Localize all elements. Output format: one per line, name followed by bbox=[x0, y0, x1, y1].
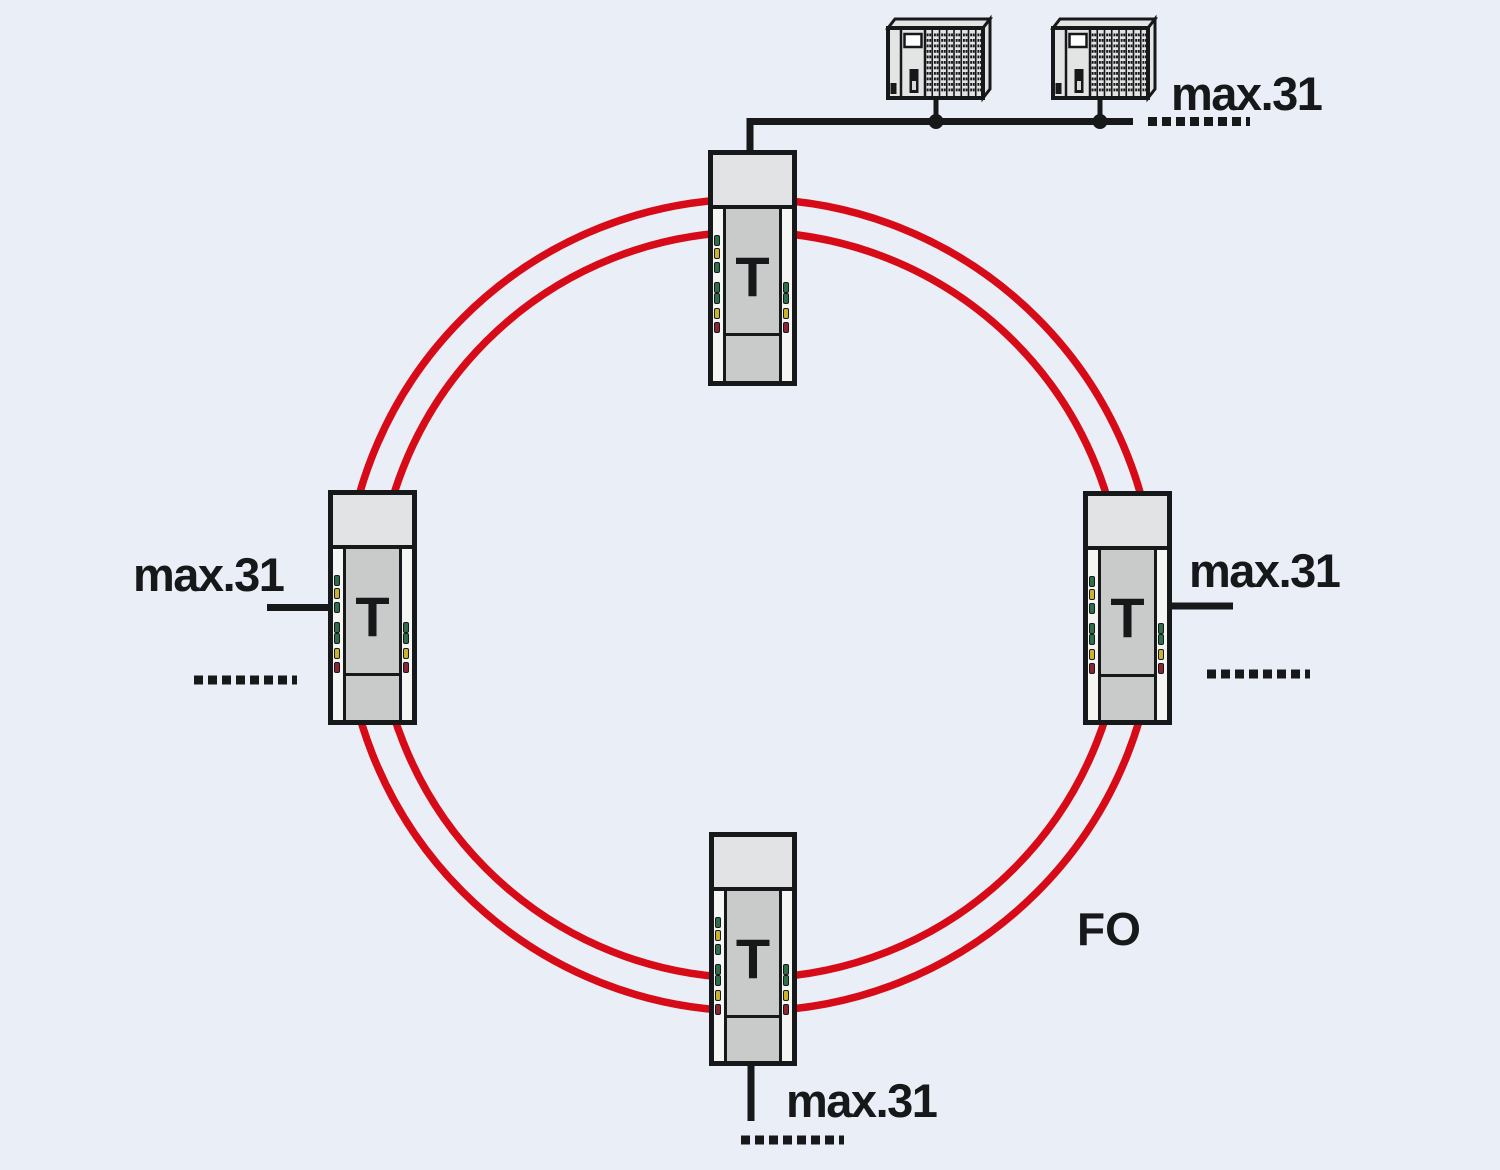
bus-junction-dot bbox=[928, 114, 944, 129]
led-green-icon bbox=[334, 622, 340, 633]
led-red-icon bbox=[1089, 663, 1095, 674]
module-front-panel: T bbox=[724, 891, 782, 1061]
panel-divider bbox=[1098, 674, 1157, 677]
led-strip-right bbox=[399, 549, 412, 720]
led-strip-left bbox=[713, 209, 726, 381]
max-stations-label-bottom: max.31 bbox=[786, 1074, 938, 1127]
led-yellow-icon bbox=[1089, 589, 1095, 600]
max-stations-label-left: max.31 bbox=[133, 548, 285, 601]
led-yellow-icon bbox=[1089, 649, 1095, 660]
max-stations-label-top: max.31 bbox=[1171, 67, 1323, 120]
led-green-icon bbox=[715, 964, 721, 975]
led-green-icon bbox=[1089, 603, 1095, 614]
transceiver-module-bottom: T bbox=[709, 832, 797, 1066]
led-yellow-icon bbox=[334, 648, 340, 659]
led-green-icon bbox=[334, 633, 340, 644]
led-green-icon bbox=[715, 944, 721, 955]
led-yellow-icon bbox=[715, 990, 721, 1001]
led-green-icon bbox=[715, 917, 721, 928]
transceiver-module-left: T bbox=[328, 490, 417, 725]
module-front-panel: T bbox=[1098, 550, 1157, 720]
panel-divider bbox=[724, 1015, 782, 1018]
bus-junction-dot bbox=[1092, 114, 1108, 129]
led-yellow-icon bbox=[403, 648, 409, 659]
led-red-icon bbox=[715, 1004, 721, 1015]
led-strip-right bbox=[1154, 550, 1167, 720]
led-green-icon bbox=[714, 282, 720, 293]
led-yellow-icon bbox=[715, 930, 721, 941]
led-red-icon bbox=[1158, 663, 1164, 674]
led-yellow-icon bbox=[334, 588, 340, 599]
led-green-icon bbox=[403, 622, 409, 633]
led-red-icon bbox=[334, 662, 340, 673]
module-top-cap bbox=[1088, 496, 1167, 550]
module-top-cap bbox=[714, 837, 792, 891]
module-top-cap bbox=[333, 495, 412, 549]
led-green-icon bbox=[1089, 634, 1095, 645]
led-yellow-icon bbox=[714, 248, 720, 259]
module-type-letter: T bbox=[735, 927, 771, 990]
max-stations-label-right: max.31 bbox=[1189, 544, 1341, 597]
led-green-icon bbox=[783, 964, 789, 975]
top-bus-line bbox=[746, 118, 1133, 152]
module-type-letter: T bbox=[355, 585, 390, 648]
led-green-icon bbox=[334, 602, 340, 613]
led-green-icon bbox=[1089, 576, 1095, 587]
led-green-icon bbox=[783, 282, 789, 293]
module-type-letter: T bbox=[735, 245, 770, 308]
led-green-icon bbox=[783, 975, 789, 986]
module-top-cap bbox=[713, 155, 792, 209]
fiber-optic-label: FO bbox=[1077, 903, 1141, 955]
led-green-icon bbox=[714, 235, 720, 246]
led-yellow-icon bbox=[783, 990, 789, 1001]
led-green-icon bbox=[403, 633, 409, 644]
led-red-icon bbox=[783, 1004, 789, 1015]
led-red-icon bbox=[783, 322, 789, 333]
led-green-icon bbox=[715, 975, 721, 986]
led-green-icon bbox=[783, 293, 789, 304]
plc-rack-icons bbox=[884, 14, 1159, 103]
led-yellow-icon bbox=[714, 308, 720, 319]
module-front-panel: T bbox=[343, 549, 402, 720]
led-yellow-icon bbox=[783, 308, 789, 319]
module-type-letter: T bbox=[1110, 586, 1145, 649]
module-front-panel: T bbox=[723, 209, 782, 381]
transceiver-module-right: T bbox=[1083, 491, 1172, 725]
transceiver-module-top: T bbox=[708, 150, 797, 386]
led-strip-left bbox=[714, 891, 727, 1061]
panel-divider bbox=[343, 673, 402, 676]
led-strip-left bbox=[1088, 550, 1101, 720]
led-green-icon bbox=[1089, 623, 1095, 634]
led-green-icon bbox=[714, 262, 720, 273]
led-red-icon bbox=[714, 322, 720, 333]
plc-rack-icon bbox=[1049, 14, 1159, 103]
led-green-icon bbox=[334, 575, 340, 586]
led-green-icon bbox=[714, 293, 720, 304]
plc-rack-icon bbox=[884, 14, 994, 103]
led-green-icon bbox=[1158, 634, 1164, 645]
led-yellow-icon bbox=[1158, 649, 1164, 660]
led-strip-right bbox=[779, 891, 792, 1061]
led-strip-left bbox=[333, 549, 346, 720]
led-red-icon bbox=[403, 662, 409, 673]
led-strip-right bbox=[779, 209, 792, 381]
panel-divider bbox=[723, 333, 782, 336]
led-green-icon bbox=[1158, 623, 1164, 634]
